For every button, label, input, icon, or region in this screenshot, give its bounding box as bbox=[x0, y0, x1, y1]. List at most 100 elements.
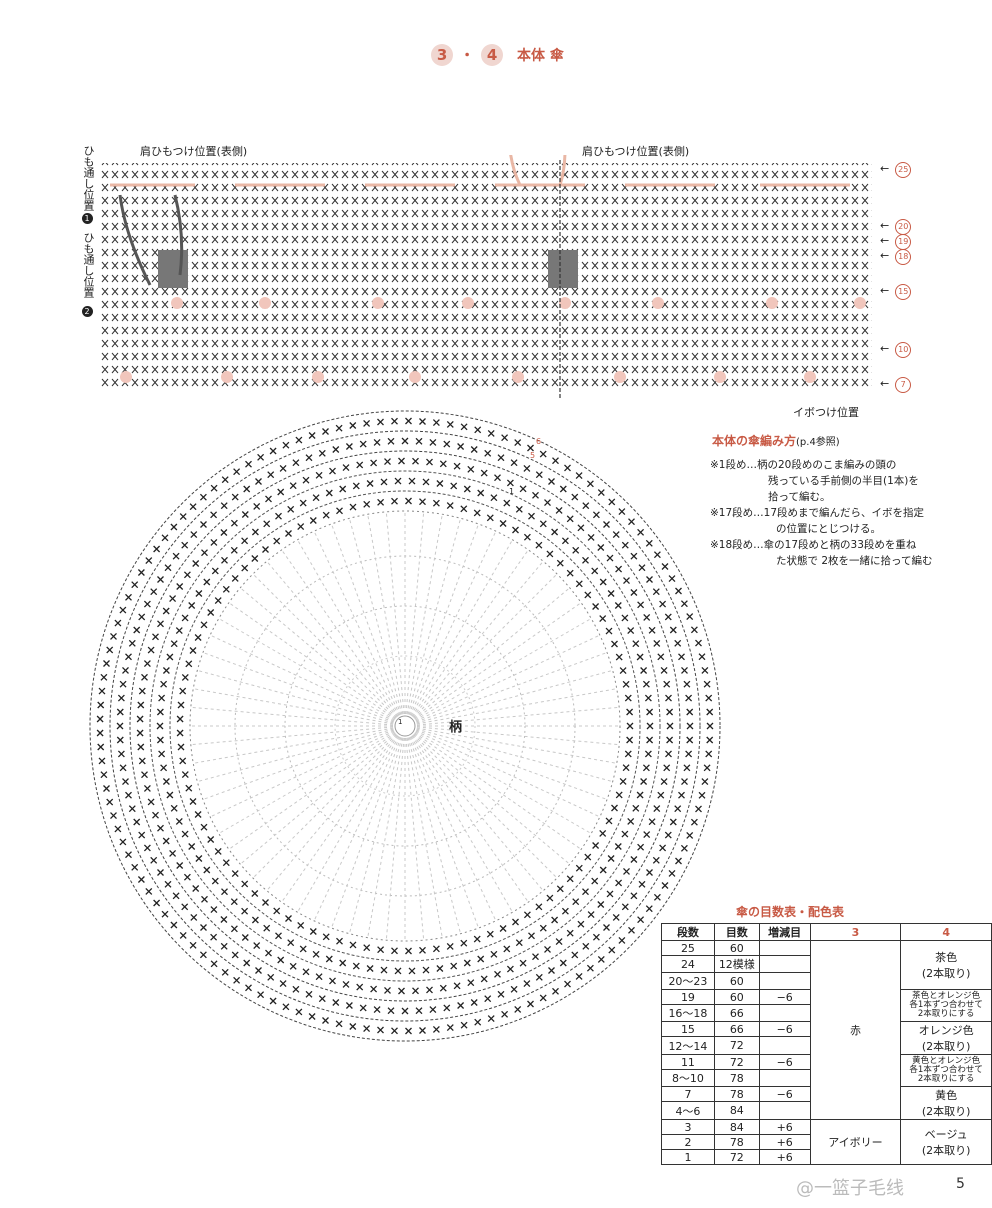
table-cell: 66 bbox=[713, 1020, 760, 1038]
table-cell: 25 bbox=[661, 940, 715, 956]
page-header: 3・4 本体 傘 bbox=[0, 44, 992, 66]
color-4-cell: 黄色(2本取り) bbox=[900, 1086, 992, 1120]
table-cell bbox=[758, 1101, 811, 1120]
center-round-number: 1 bbox=[398, 718, 403, 726]
notes-ref: (p.4参照) bbox=[796, 437, 840, 448]
row-marker-25: ←25 bbox=[880, 162, 912, 178]
note-1a: ※1段め…柄の20段めのこま編みの頭の bbox=[710, 459, 897, 471]
string-pos-label-1: ひも通し位置 bbox=[82, 145, 95, 211]
round-marker-1: 1 bbox=[509, 487, 515, 496]
note-3a: ※18段め…傘の17段めと柄の33段めを重ね bbox=[710, 539, 917, 551]
table-cell: 3 bbox=[661, 1119, 715, 1135]
table-cell: 84 bbox=[713, 1101, 760, 1120]
table-cell bbox=[758, 1036, 811, 1055]
table-cell: +6 bbox=[758, 1149, 811, 1165]
notes-body: ※1段め…柄の20段めのこま編みの頭の 残っている手前側の半目(1本)を 拾って… bbox=[710, 457, 980, 569]
row-marker-7: ←7 bbox=[880, 377, 912, 393]
note-2a: ※17段め…17段めまで編んだら、イボを指定 bbox=[710, 507, 925, 519]
row-marker-18: ←18 bbox=[880, 249, 912, 265]
separator: ・ bbox=[460, 48, 475, 64]
shoulder-label-left: 肩ひもつけ位置(表側) bbox=[140, 145, 248, 158]
page-number: 5 bbox=[956, 1176, 965, 1192]
round-stitch-chart bbox=[89, 410, 721, 1042]
table-cell: 19 bbox=[661, 989, 715, 1005]
note-1b: 残っている手前側の半目(1本)を bbox=[768, 475, 919, 487]
table-cell: −6 bbox=[758, 989, 811, 1005]
side-stitch-chart bbox=[100, 155, 872, 400]
table-cell: 60 bbox=[713, 989, 760, 1005]
table-cell bbox=[758, 972, 811, 990]
table-cell bbox=[758, 1069, 811, 1087]
table-cell: 84 bbox=[713, 1119, 760, 1135]
color-4-cell: ベージュ(2本取り) bbox=[900, 1119, 992, 1165]
table-cell: 1 bbox=[661, 1149, 715, 1165]
table-cell bbox=[758, 940, 811, 956]
pattern-number-4: 4 bbox=[481, 44, 504, 66]
color-3-bottom: アイボリー bbox=[809, 1119, 902, 1165]
table-cell: 78 bbox=[713, 1085, 760, 1103]
table-cell: −6 bbox=[758, 1085, 811, 1103]
table-cell: 16〜18 bbox=[661, 1004, 715, 1022]
string-pos-num-1: 1 bbox=[81, 213, 93, 224]
table-cell bbox=[758, 955, 811, 973]
col-header-4: 4 bbox=[900, 923, 992, 941]
row-marker-19: ←19 bbox=[880, 234, 912, 250]
table-cell: −6 bbox=[758, 1020, 811, 1038]
string-slot-1 bbox=[158, 250, 188, 288]
col-header-rows: 段数 bbox=[661, 923, 715, 941]
string-pos-num-2: 2 bbox=[81, 306, 93, 317]
note-3b: た状態で 2枚を一緒に拾って編む bbox=[776, 555, 933, 567]
table-cell: 4〜6 bbox=[661, 1101, 715, 1120]
table-cell: 15 bbox=[661, 1020, 715, 1038]
table-cell: 60 bbox=[713, 972, 760, 990]
col-header-stitches: 目数 bbox=[713, 923, 760, 941]
notes-title: 本体の傘編み方(p.4参照) bbox=[712, 434, 840, 448]
shoulder-label-right: 肩ひもつけ位置(表側) bbox=[582, 145, 690, 158]
table-cell: 78 bbox=[713, 1134, 760, 1150]
pattern-number-3: 3 bbox=[431, 44, 454, 66]
table-cell: 78 bbox=[713, 1069, 760, 1087]
table-cell: 72 bbox=[713, 1036, 760, 1055]
table-cell bbox=[758, 1004, 811, 1022]
round-marker-6: 6 bbox=[536, 437, 542, 446]
table-cell: 11 bbox=[661, 1054, 715, 1070]
table-cell: 2 bbox=[661, 1134, 715, 1150]
table-cell: 60 bbox=[713, 940, 760, 956]
table-cell: 12〜14 bbox=[661, 1036, 715, 1055]
string-slot-2 bbox=[548, 250, 578, 288]
note-1c: 拾って編む。 bbox=[768, 491, 831, 503]
table-cell: 72 bbox=[713, 1149, 760, 1165]
table-cell: −6 bbox=[758, 1054, 811, 1070]
table-cell: 20〜23 bbox=[661, 972, 715, 990]
row-marker-20: ←20 bbox=[880, 219, 912, 235]
col-header-increase: 増減目 bbox=[758, 923, 811, 941]
table-cell: 8〜10 bbox=[661, 1069, 715, 1087]
color-4-cell: オレンジ色(2本取り) bbox=[900, 1021, 992, 1055]
row-marker-10: ←10 bbox=[880, 342, 912, 358]
row-marker-15: ←15 bbox=[880, 284, 912, 300]
table-cell: 24 bbox=[661, 955, 715, 973]
table-title: 傘の目数表・配色表 bbox=[736, 905, 845, 919]
table-cell: 7 bbox=[661, 1085, 715, 1103]
table-cell: 12模様 bbox=[713, 955, 760, 973]
table-cell: 66 bbox=[713, 1004, 760, 1022]
string-pos-label-2: ひも通し位置 bbox=[82, 232, 95, 298]
ibo-position-label: イボつけ位置 bbox=[793, 406, 859, 419]
table-cell: 72 bbox=[713, 1054, 760, 1070]
note-2b: の位置にとじつける。 bbox=[776, 523, 881, 535]
watermark: @一篮子毛线 bbox=[796, 1178, 904, 1199]
color-4-cell: 茶色(2本取り) bbox=[900, 940, 992, 990]
